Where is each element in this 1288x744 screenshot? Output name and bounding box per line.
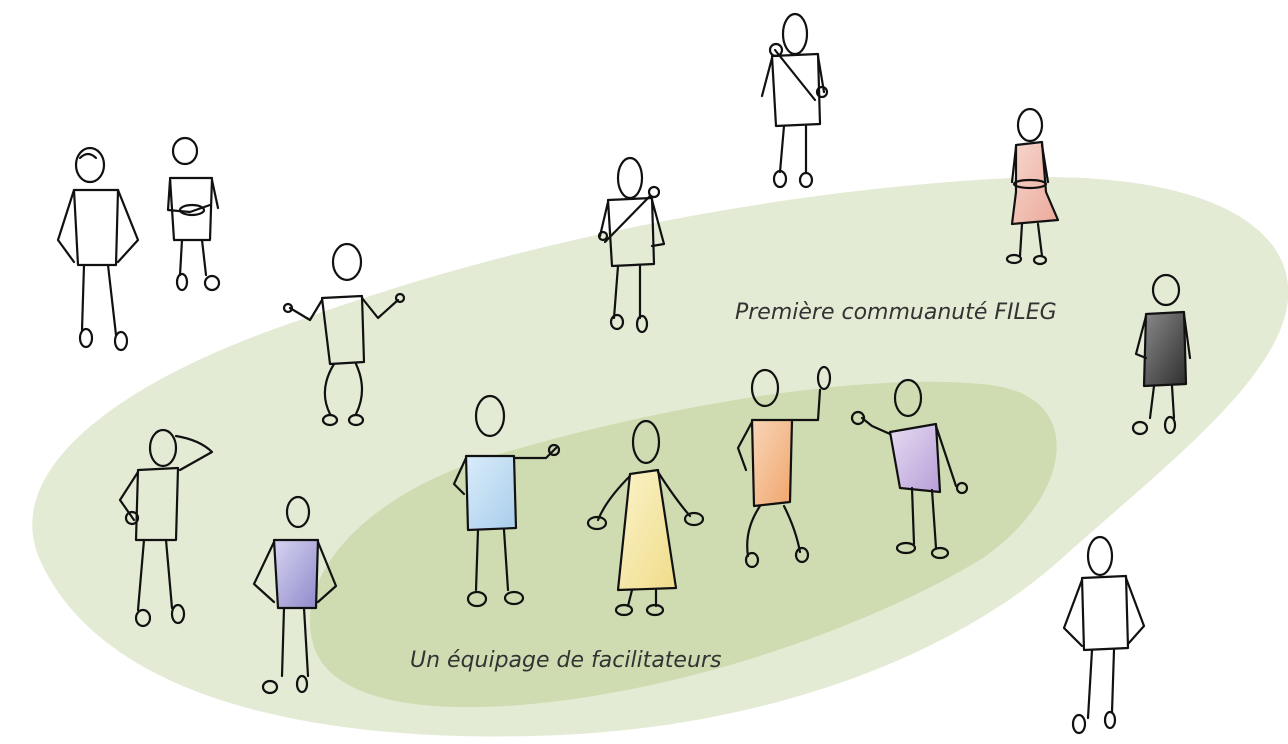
person-figure <box>1062 535 1146 735</box>
person-figure-orange <box>736 365 832 569</box>
person-figure-indigo <box>252 495 338 695</box>
person-figure <box>166 136 221 292</box>
person-figure <box>282 242 406 427</box>
person-figure-purple <box>850 378 969 560</box>
person-figure-gray <box>1131 273 1192 436</box>
outer-group-label: Première commuanuté FILEG <box>735 300 1057 325</box>
person-figure <box>760 12 829 189</box>
inner-group-label: Un équipage de facilitateurs <box>410 648 722 673</box>
person-figure <box>56 146 140 352</box>
person-figure <box>597 156 666 334</box>
person-figure-blue <box>452 394 561 608</box>
person-figure-pink <box>1005 107 1060 266</box>
person-figure-yellow <box>586 419 705 617</box>
person-figure <box>118 428 214 628</box>
